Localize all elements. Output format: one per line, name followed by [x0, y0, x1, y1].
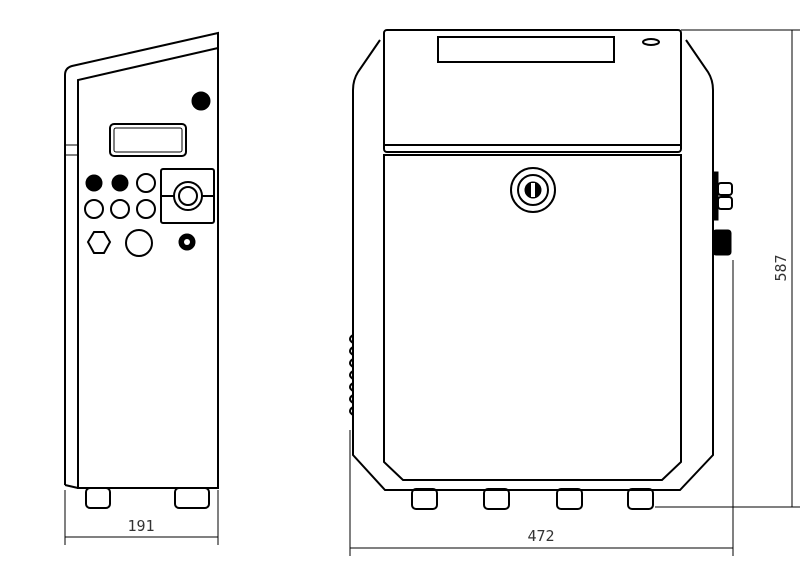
height-label: 587	[772, 254, 790, 281]
foot-1	[411, 488, 438, 510]
front-view	[349, 29, 733, 510]
button-dark-2	[111, 174, 129, 192]
dimension-height: 587	[655, 29, 800, 508]
side-outer-shell	[64, 31, 219, 485]
button-6	[136, 199, 156, 219]
side-foot-front	[85, 487, 111, 509]
lock-keyway	[531, 183, 535, 197]
top-cover	[383, 29, 682, 153]
connector-3	[712, 229, 732, 256]
dimension-depth: 191	[64, 490, 219, 545]
joystick-knob-inner	[178, 186, 198, 206]
connector-1	[717, 182, 733, 196]
display-slot	[437, 36, 615, 63]
connector-2	[717, 196, 733, 210]
front-body	[352, 39, 714, 491]
side-bottom-edge	[64, 484, 79, 489]
vent-fins	[349, 334, 354, 416]
small-port-center	[184, 239, 190, 245]
width-label: 472	[527, 527, 554, 545]
connector-base	[712, 171, 719, 221]
dimension-width: 472	[349, 260, 734, 556]
button-4	[84, 199, 104, 219]
lock-icon	[510, 167, 556, 213]
left-vents	[349, 334, 354, 416]
button-5	[110, 199, 130, 219]
large-port	[125, 229, 153, 257]
indicator-led	[642, 38, 660, 46]
button-3	[136, 173, 156, 193]
side-view	[64, 31, 219, 509]
button-dark-1	[85, 174, 103, 192]
lock-ring	[517, 174, 549, 206]
power-button-icon	[191, 91, 211, 111]
side-foot-rear	[174, 487, 210, 509]
foot-2	[483, 488, 510, 510]
display-inner	[113, 127, 183, 153]
foot-3	[556, 488, 583, 510]
side-control-panel	[77, 46, 219, 489]
display-window	[109, 123, 187, 157]
foot-4	[627, 488, 654, 510]
front-door	[383, 154, 682, 481]
cable-gland-hex	[86, 231, 112, 254]
side-hinge	[64, 144, 79, 156]
depth-label: 191	[127, 517, 154, 535]
right-connectors	[712, 171, 733, 256]
